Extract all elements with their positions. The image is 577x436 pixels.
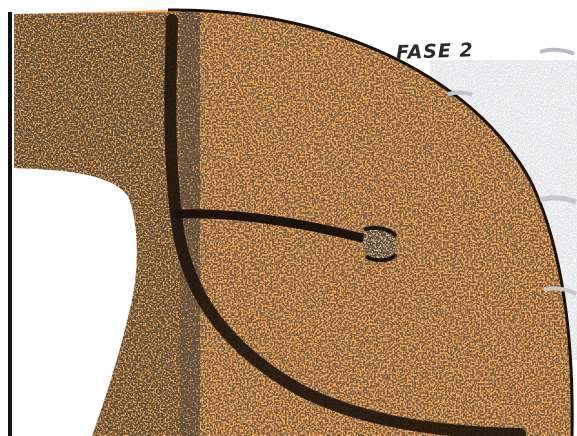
phase-label: FASE 2 bbox=[396, 39, 474, 64]
left-border bbox=[8, 12, 12, 436]
